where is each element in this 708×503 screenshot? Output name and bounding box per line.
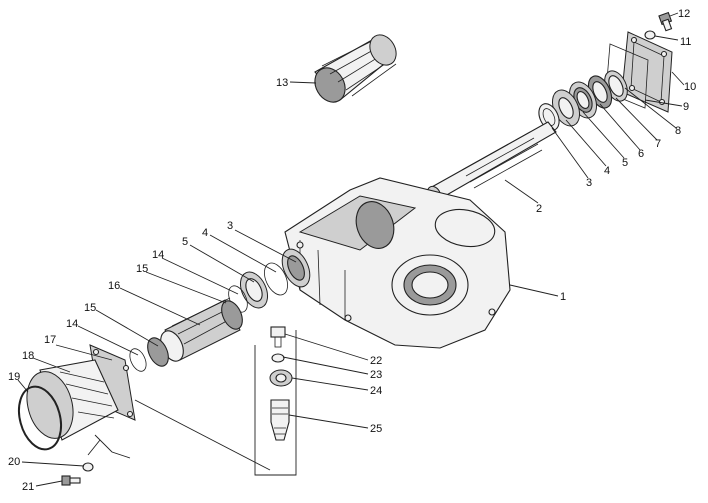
part-12-bolt [658, 11, 673, 32]
label-23: 23 [370, 369, 382, 381]
label-6: 6 [638, 148, 644, 160]
label-25: 25 [370, 423, 382, 435]
part-24-nut [269, 369, 293, 387]
label-16: 16 [108, 280, 120, 292]
label-13: 13 [276, 77, 288, 89]
label-10: 10 [684, 81, 696, 93]
part-18-cover-housing [26, 359, 119, 441]
label-17: 17 [44, 334, 56, 346]
label-21: 21 [22, 481, 34, 493]
part-14-ring-lower [129, 348, 147, 372]
label-3-left: 3 [227, 220, 233, 232]
part-5-bearing [551, 89, 581, 127]
label-3: 3 [586, 177, 592, 189]
part-15-ring-lower [147, 337, 169, 367]
label-9: 9 [683, 101, 689, 113]
label-4: 4 [604, 165, 610, 177]
label-8: 8 [675, 125, 681, 137]
part-4-ring-left [264, 262, 288, 296]
part-25-fitting [270, 399, 290, 441]
label-19: 19 [8, 371, 20, 383]
part-2-splined-shaft [426, 121, 557, 203]
label-15-upper: 15 [136, 263, 148, 275]
label-2: 2 [536, 203, 542, 215]
part-19-o-ring [17, 385, 63, 451]
label-1: 1 [560, 291, 566, 303]
label-12: 12 [678, 8, 690, 20]
label-5-left: 5 [182, 236, 188, 248]
label-24: 24 [370, 385, 382, 397]
part-13-splined-sleeve [314, 34, 397, 103]
part-labels: 1 2 3 4 5 6 7 8 9 10 11 12 13 3 4 5 14 1… [8, 8, 696, 493]
part-4-spacer [538, 103, 560, 131]
label-4-left: 4 [202, 227, 208, 239]
part-1-gearbox-housing [284, 177, 511, 349]
label-11: 11 [680, 36, 691, 48]
label-7: 7 [655, 138, 661, 150]
label-14-lower: 14 [66, 318, 78, 330]
part-23-washer [271, 353, 285, 363]
label-5: 5 [622, 157, 628, 169]
label-15-lower: 15 [84, 302, 96, 314]
label-22: 22 [370, 355, 382, 367]
label-14-upper: 14 [152, 249, 164, 261]
label-20: 20 [8, 456, 20, 468]
part-11-washer [644, 30, 656, 40]
part-20-washer [82, 462, 94, 472]
part-5-bearing-left [239, 271, 269, 309]
part-22-bolt [270, 326, 286, 348]
label-18: 18 [22, 350, 34, 362]
leader-lines [17, 12, 685, 487]
part-16-splined-hub [160, 297, 243, 362]
part-21-bolt [61, 475, 81, 486]
part-7-seal [587, 75, 613, 109]
